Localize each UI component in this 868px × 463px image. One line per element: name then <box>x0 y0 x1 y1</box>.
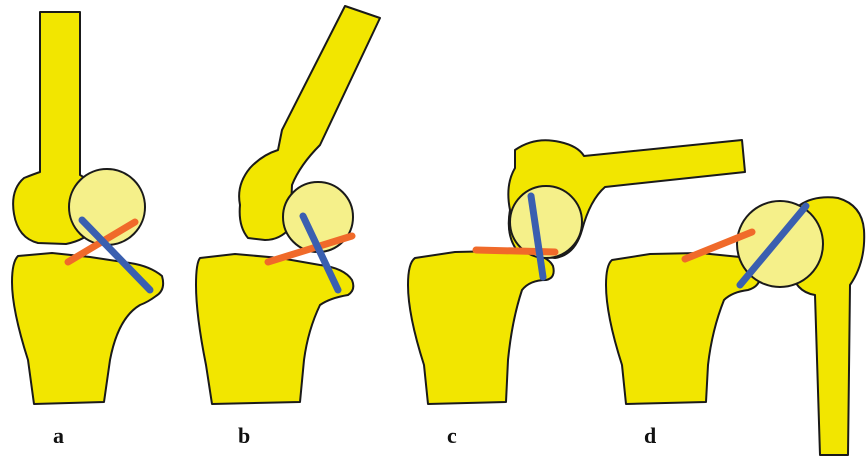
panel-label-b: b <box>238 423 250 448</box>
tibia-c <box>408 251 554 404</box>
panel-a <box>12 12 163 404</box>
patella-a <box>69 169 145 245</box>
panel-label-d: d <box>644 423 656 448</box>
panel-d <box>606 197 864 455</box>
patella-c <box>510 186 582 258</box>
panel-b <box>196 6 380 404</box>
tibia-d <box>606 253 760 404</box>
panel-label-c: c <box>447 423 457 448</box>
pcl-ligament-c <box>476 250 555 252</box>
panel-label-a: a <box>53 423 64 448</box>
